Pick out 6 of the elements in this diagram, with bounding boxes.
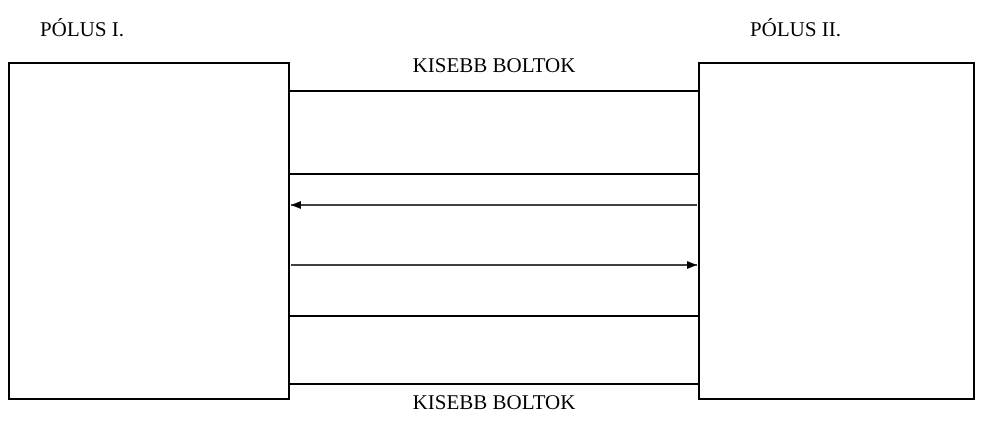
band-label: KISEBB BOLTOK (412, 389, 576, 416)
band-label: KISEBB BOLTOK (412, 52, 576, 78)
pole-heading: PÓLUS II. (750, 16, 842, 42)
arrow (291, 261, 697, 269)
pole-heading: PÓLUS I. (40, 16, 126, 42)
arrow (291, 201, 697, 209)
